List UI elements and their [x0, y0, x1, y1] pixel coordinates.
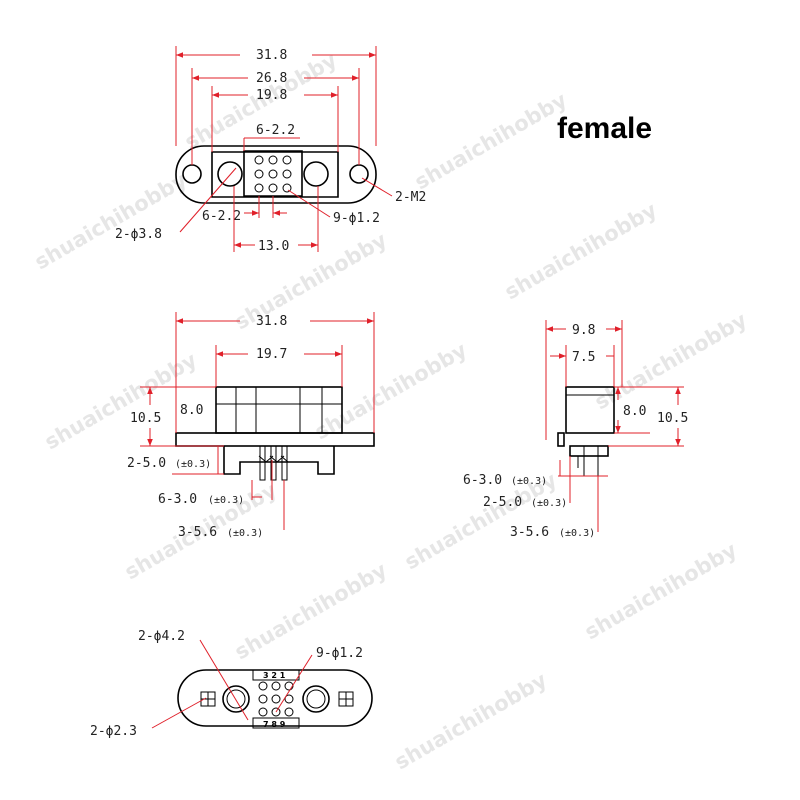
square-hole	[207, 691, 216, 700]
flange-outline	[175, 145, 377, 204]
title-label: female	[557, 112, 652, 145]
front-view: 31.8 19.7 10.5 8.0 2-5.0 (±0.3) 6-3.0 (±…	[127, 312, 375, 540]
dim-front-height-total: 10.5	[130, 411, 161, 426]
pin-housing	[243, 150, 303, 197]
dim-side-a-tol: (±0.3)	[531, 498, 567, 509]
dim-side-a: 2-5.0	[483, 495, 522, 510]
dim-top-spacing: 13.0	[258, 239, 289, 254]
square-hole	[345, 691, 354, 700]
mount-hole-left	[182, 164, 202, 184]
bottom-pin-grid	[258, 681, 294, 717]
dim-side-height-body: 8.0	[623, 404, 646, 419]
watermark: shuaichihobby	[391, 668, 552, 775]
side-view: 9.8 7.5 8.0 10.5 6-3.0 (±0.3) 2-5.0 (±0.…	[463, 320, 688, 540]
dim-side-b: 6-3.0	[463, 473, 502, 488]
bottom-round-right	[302, 685, 330, 713]
pin-grid	[254, 155, 292, 193]
dim-front-body: 19.7	[256, 347, 287, 362]
dim-side-overall: 9.8	[572, 323, 595, 338]
square-hole	[207, 698, 216, 707]
dim-top-overall: 31.8	[256, 48, 287, 63]
dim-side-height-total: 10.5	[657, 411, 688, 426]
dim-front-a-tol: (±0.3)	[175, 459, 211, 470]
square-hole	[338, 691, 347, 700]
dim-side-c: 3-5.6	[510, 525, 549, 540]
dim-side-b-tol: (±0.3)	[511, 476, 547, 487]
front-pin	[270, 445, 277, 481]
side-flange	[557, 432, 565, 447]
dim-front-a: 2-5.0	[127, 456, 166, 471]
watermark: shuaichihobby	[501, 198, 662, 305]
dim-top-holes: 26.8	[256, 71, 287, 86]
watermark: shuaichihobby	[41, 348, 202, 455]
square-hole	[200, 691, 209, 700]
dim-front-b: 6-3.0	[158, 492, 197, 507]
body-outline	[211, 151, 339, 198]
watermark: shuaichihobby	[581, 538, 742, 645]
dim-top-pitch-upper: 6-2.2	[256, 123, 295, 138]
watermark: shuaichihobby	[231, 228, 392, 335]
square-hole	[345, 698, 354, 707]
watermark: shuaichihobby	[231, 558, 392, 665]
dim-front-c-tol: (±0.3)	[227, 528, 263, 539]
front-lower	[223, 446, 335, 475]
side-lower	[569, 445, 609, 457]
bottom-round-left	[222, 685, 250, 713]
pin-label-bottom	[252, 717, 300, 729]
side-pin-block	[583, 445, 599, 477]
dim-front-b-tol: (±0.3)	[208, 495, 244, 506]
dim-bottom-holes: 2-ϕ4.2	[138, 629, 185, 644]
dim-top-pitch-lower: 6-2.2	[202, 209, 241, 224]
dim-top-pins: 9-ϕ1.2	[333, 211, 380, 226]
dim-top-body: 19.8	[256, 88, 287, 103]
round-feature-left	[217, 161, 243, 187]
front-pin	[281, 445, 288, 481]
dim-front-height-body: 8.0	[180, 403, 203, 418]
front-pin	[259, 445, 266, 481]
dim-side-body: 7.5	[572, 350, 595, 365]
pin-row-bottom-label: 7 8 9	[263, 720, 286, 729]
square-hole	[338, 698, 347, 707]
dim-top-round: 2-ϕ3.8	[115, 227, 162, 242]
watermark: shuaichihobby	[411, 88, 572, 195]
dim-front-overall: 31.8	[256, 314, 287, 329]
round-feature-right	[303, 161, 329, 187]
dim-side-c-tol: (±0.3)	[559, 528, 595, 539]
pin-row-top-label: 3 2 1	[263, 671, 286, 680]
dim-front-c: 3-5.6	[178, 525, 217, 540]
side-body	[565, 386, 615, 434]
dim-top-thread: 2-M2	[395, 190, 426, 205]
top-view: 31.8 26.8 19.8 6-2.2 6-2.2 2-M2 2-ϕ3.8 9…	[115, 46, 426, 254]
bottom-view: 3 2 1 7 8 9 2-ϕ4.2 9-ϕ1.2 2-ϕ2.3	[90, 629, 373, 739]
watermark: shuaichihobby	[31, 168, 192, 275]
front-flange	[175, 432, 375, 447]
dim-bottom-pins: 9-ϕ1.2	[316, 646, 363, 661]
dim-bottom-small: 2-ϕ2.3	[90, 724, 137, 739]
